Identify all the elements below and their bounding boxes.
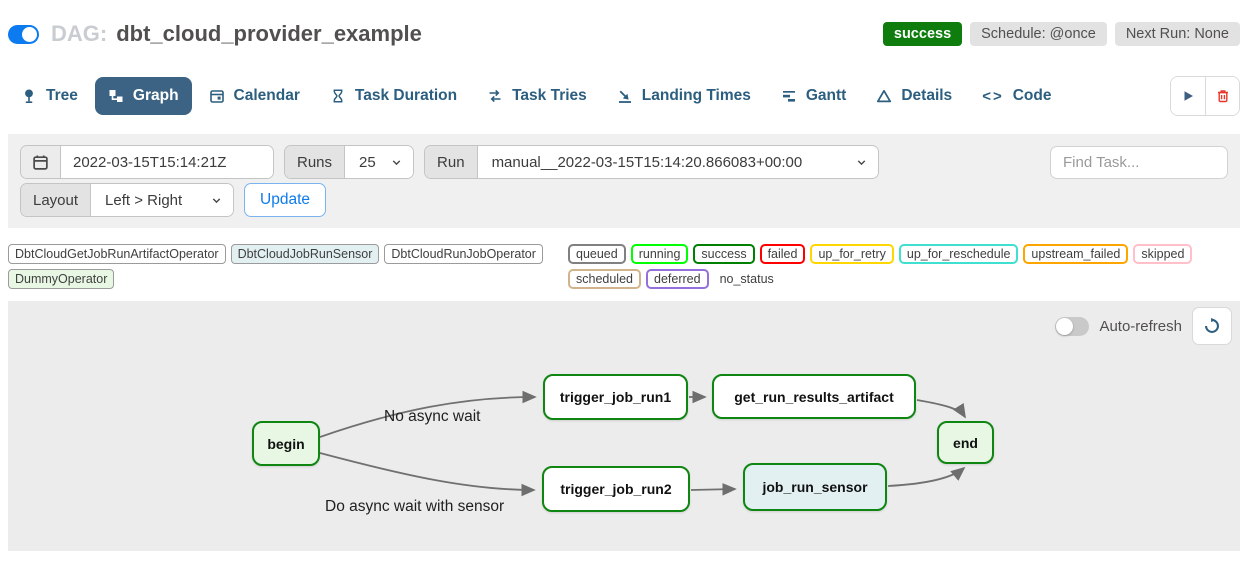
status-badge-skipped: skipped <box>1133 244 1193 264</box>
status-badge-queued: queued <box>568 244 626 264</box>
graph-node-job-run-sensor[interactable]: job_run_sensor <box>743 463 887 511</box>
map-pin-icon <box>25 89 33 103</box>
plane-landing-icon <box>618 90 631 103</box>
delete-dag-button[interactable] <box>1205 77 1239 115</box>
tab-task-duration[interactable]: Task Duration <box>317 77 470 115</box>
run-value: manual__2022-03-15T15:14:20.866083+00:00 <box>491 153 803 171</box>
status-badge-failed: failed <box>759 244 806 264</box>
play-icon <box>1184 91 1193 101</box>
header-badges: success Schedule: @once Next Run: None <box>882 22 1240 46</box>
page-title: dbt_cloud_provider_example <box>116 21 422 46</box>
layout-group: Layout Left > Right <box>20 183 235 217</box>
chevron-down-icon <box>212 197 221 203</box>
num-runs-group: Runs 25 <box>284 145 415 179</box>
toggle-knob <box>1056 317 1074 335</box>
layout-value: Left > Right <box>105 191 183 209</box>
status-badge-running: running <box>630 244 689 264</box>
filter-row-2: Layout Left > Right Update <box>20 183 1228 217</box>
graph-node-end[interactable]: end <box>937 421 994 464</box>
tab-label: Details <box>901 87 953 104</box>
status-badge-success: success <box>693 244 755 264</box>
operator-badge: DbtCloudRunJobOperator <box>384 244 543 264</box>
filter-row-1: Runs 25 Run manual__2022-03-15T15:14:20.… <box>20 145 1228 179</box>
edge-label-do-async-wait: Do async wait with sensor <box>325 498 505 515</box>
base-date-input[interactable] <box>61 146 273 178</box>
schedule-badge: Schedule: @once <box>970 22 1107 46</box>
layout-select[interactable]: Left > Right <box>91 184 234 216</box>
run-label: Run <box>425 146 478 178</box>
tab-task-tries[interactable]: Task Tries <box>474 77 600 115</box>
status-badge-up-for-retry: up_for_retry <box>810 244 894 264</box>
tab-tree[interactable]: Tree <box>8 77 91 115</box>
legend: DbtCloudGetJobRunArtifactOperator DbtClo… <box>8 244 1240 289</box>
runs-label: Runs <box>285 146 346 178</box>
graph-node-get-run-results-artifact[interactable]: get_run_results_artifact <box>712 374 916 419</box>
find-task-input[interactable] <box>1050 145 1228 179</box>
chevron-down-icon <box>857 159 865 165</box>
run-group: Run manual__2022-03-15T15:14:20.866083+0… <box>424 145 879 179</box>
repeat-arrows-icon <box>489 89 501 103</box>
tab-code[interactable]: <> Code <box>969 77 1064 115</box>
tab-label: Code <box>1012 87 1052 104</box>
calendar-icon <box>209 90 224 103</box>
code-icon: <> <box>982 87 1004 105</box>
edge-label-no-async-wait: No async wait <box>384 408 481 425</box>
layout-label: Layout <box>21 184 92 216</box>
status-badge-up-for-reschedule: up_for_reschedule <box>898 244 1019 264</box>
status-legend: queued running success failed up_for_ret… <box>568 244 1240 289</box>
dag-prefix-label: DAG: <box>51 21 108 46</box>
auto-refresh-toggle[interactable] <box>1055 316 1090 336</box>
tab-graph[interactable]: Graph <box>94 77 192 115</box>
status-label-no-status: no_status <box>719 272 774 286</box>
operator-legend: DbtCloudGetJobRunArtifactOperator DbtClo… <box>8 244 556 289</box>
org-chart-icon <box>109 90 123 102</box>
tab-calendar[interactable]: Calendar <box>196 77 313 115</box>
refresh-controls: Auto-refresh <box>1055 307 1232 345</box>
graph-node-trigger-job-run1[interactable]: trigger_job_run1 <box>543 374 688 420</box>
runs-value: 25 <box>359 153 376 171</box>
auto-refresh-label: Auto-refresh <box>1099 317 1182 335</box>
status-badge: success <box>882 22 963 46</box>
tab-label: Landing Times <box>641 87 751 104</box>
tab-details[interactable]: Details <box>863 77 965 115</box>
hourglass-icon <box>333 89 343 103</box>
trigger-dag-button[interactable] <box>1171 77 1205 115</box>
graph-node-trigger-job-run2[interactable]: trigger_job_run2 <box>542 466 690 512</box>
dag-action-buttons <box>1170 76 1240 116</box>
trash-icon <box>1217 90 1228 103</box>
next-run-badge: Next Run: None <box>1114 22 1240 46</box>
base-date-group <box>20 145 274 179</box>
operator-badge: DummyOperator <box>8 269 115 289</box>
tab-label: Gantt <box>805 87 847 104</box>
operator-badge: DbtCloudJobRunSensor <box>230 244 380 264</box>
runs-select[interactable]: 25 <box>345 146 414 178</box>
tab-label: Graph <box>132 87 179 104</box>
dag-header: DAG: dbt_cloud_provider_example success … <box>8 18 1240 50</box>
run-select[interactable]: manual__2022-03-15T15:14:20.866083+00:00 <box>477 146 878 178</box>
dag-graph-panel: Auto-refresh begin trigger_job_run1 get_… <box>8 301 1240 551</box>
date-picker-button[interactable] <box>21 146 61 178</box>
update-button[interactable]: Update <box>244 183 327 217</box>
filter-panel: Runs 25 Run manual__2022-03-15T15:14:20.… <box>8 134 1240 228</box>
operator-badge: DbtCloudGetJobRunArtifactOperator <box>8 244 226 264</box>
graph-node-begin[interactable]: begin <box>252 421 320 466</box>
horizontal-bars-icon <box>782 91 795 102</box>
tab-label: Tree <box>46 87 78 104</box>
tab-label: Task Tries <box>512 87 587 104</box>
tab-label: Task Duration <box>354 87 458 104</box>
view-tabs: Tree Graph Calendar Task Duration Task T… <box>8 76 1240 116</box>
tab-landing-times[interactable]: Landing Times <box>604 77 764 115</box>
toggle-knob <box>22 26 37 42</box>
status-badge-deferred: deferred <box>646 269 709 289</box>
dag-pause-toggle[interactable] <box>8 24 39 44</box>
tab-label: Calendar <box>233 87 300 104</box>
chevron-down-icon <box>392 159 401 165</box>
refresh-icon <box>1205 317 1219 333</box>
warning-triangle-icon <box>877 89 892 103</box>
calendar-icon <box>33 154 48 170</box>
status-badge-scheduled: scheduled <box>568 269 641 289</box>
status-badge-upstream-failed: upstream_failed <box>1023 244 1129 264</box>
refresh-button[interactable] <box>1192 307 1232 345</box>
tab-gantt[interactable]: Gantt <box>768 77 859 115</box>
